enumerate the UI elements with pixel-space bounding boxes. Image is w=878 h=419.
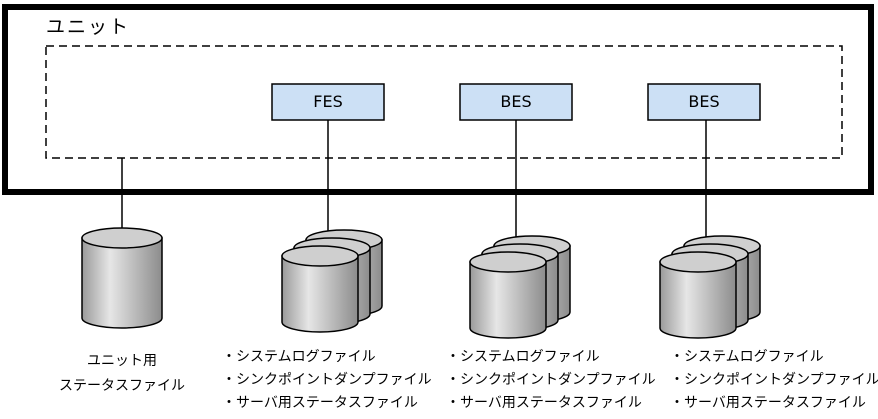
bes-server-label-2: BES [688,92,720,111]
unit-frame [2,4,874,195]
server-group-boundary [45,45,843,159]
bes-2-disk-stack [659,235,761,339]
list-item: ・サーバ用ステータスファイル [670,395,866,411]
bes-2-file-list: ・システムログファイル ・シンクポイントダンプファイル ・サーバ用ステータスファ… [670,350,878,419]
bes-1-disk-stack [469,235,571,339]
unit-title: ユニット [46,16,131,38]
list-item: ・シンクポイントダンプファイル [446,372,656,388]
list-item: ・サーバ用ステータスファイル [222,395,418,411]
bes-server-box-2 [647,83,761,121]
list-item: ・シンクポイントダンプファイル [222,372,432,388]
list-item: ・サーバ用ステータスファイル [446,395,642,411]
fes-file-list: ・システムログファイル ・シンクポイントダンプファイル ・サーバ用ステータスファ… [222,350,432,419]
list-item: ・システムログファイル [670,349,824,365]
list-item: ・シンクポイントダンプファイル [670,372,878,388]
fes-server-box [271,83,385,121]
list-item: ・システムログファイル [446,349,600,365]
fes-disk-stack [281,229,383,333]
bes-server-label-1: BES [500,92,532,111]
unit-status-file-disk [81,227,163,329]
unit-status-file-caption-line1: ユニット用 [87,353,157,369]
unit-status-file-caption-line2: ステータスファイル [59,378,185,394]
list-item: ・システムログファイル [222,349,376,365]
bes-1-file-list: ・システムログファイル ・シンクポイントダンプファイル ・サーバ用ステータスファ… [446,350,656,419]
fes-server-label: FES [313,92,343,111]
